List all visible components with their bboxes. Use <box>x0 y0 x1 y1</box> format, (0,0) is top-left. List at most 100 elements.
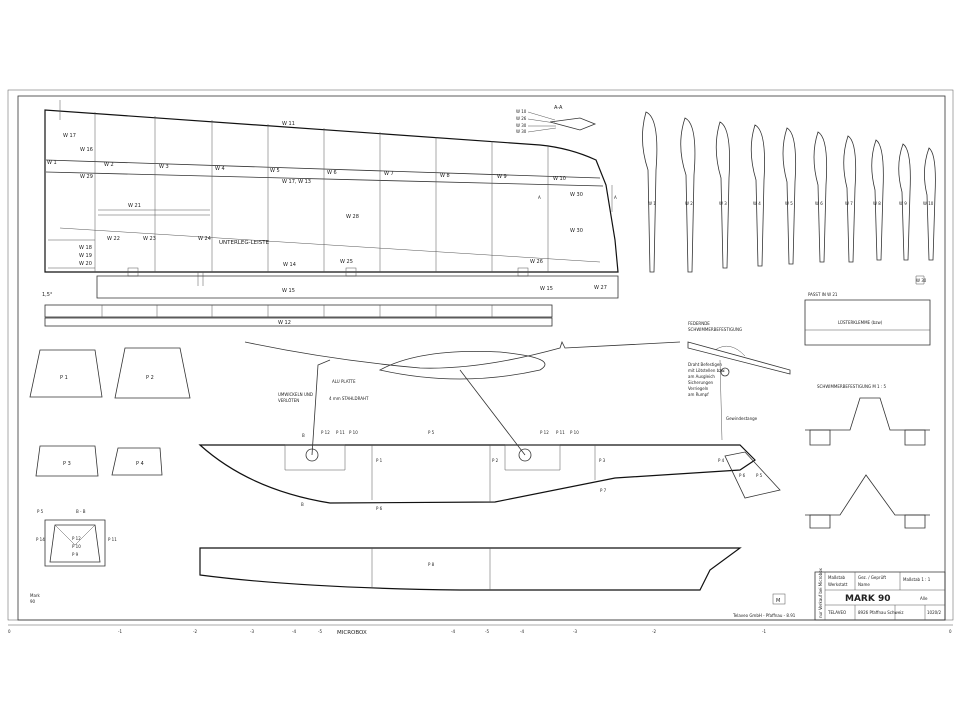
wing-label: W 30 <box>570 192 583 198</box>
rib-label: W 8 <box>873 201 881 206</box>
section-label: W 26 <box>516 116 527 121</box>
section-mark: A <box>538 195 541 200</box>
section-a-a: A-A W 10 W 26 W 30 W 30 <box>516 105 597 134</box>
vertical-note: nur Verkauf bei Microbox <box>818 568 823 618</box>
drawing-number: 1020/2 <box>927 610 942 615</box>
section-title: B - B <box>76 509 86 514</box>
float-side-view: P 12 P 11 P 10 P 5 P 12 P 11 P 10 P 1 P … <box>198 340 781 511</box>
microbox-label: MICROBOX <box>337 630 367 636</box>
federnde-note: Verriegeln <box>688 386 709 391</box>
address: 8926 Pfaffnau Schweiz <box>858 610 904 615</box>
clamp-detail: PASST IN W 21 LÜSTERKLEMME (bzw) <box>804 292 931 346</box>
hand-note: 90 <box>30 599 36 604</box>
wing-label: W 8 <box>440 173 450 179</box>
federnde-note: am Rumpf <box>688 392 709 397</box>
scale-tick-label: -5 <box>318 629 322 634</box>
rib-label: W 4 <box>753 201 761 206</box>
company: TELAVEO <box>827 610 846 615</box>
wing-lower-strips: W 15 W 15 W 27 W 12 1,5° <box>42 275 619 327</box>
scale-tick-label: -2 <box>193 629 197 634</box>
wing-label: W 7 <box>384 171 394 177</box>
section-b-mark: B <box>302 433 305 438</box>
wing-label: W 17, W 13 <box>282 179 311 185</box>
rib-label: W 7 <box>845 201 853 206</box>
scale-tick-label: -4 <box>292 629 296 634</box>
float-part: P 10 <box>570 430 579 435</box>
float-part: P 12 <box>540 430 549 435</box>
wing-label: W 26 <box>530 259 543 265</box>
strip-label: W 15 <box>540 286 553 292</box>
scale-tick-label: -1 <box>118 629 122 634</box>
strip-label: W 27 <box>594 285 607 291</box>
float-part: P 8 <box>428 562 435 567</box>
section-mark: A <box>614 195 617 200</box>
angle-mark: 1,5° <box>42 292 53 298</box>
federnde-title: SCHWIMMERBEFESTIGUNG <box>688 327 742 332</box>
bottom-note: Telaveo GmbH - Pfaffnau - 8.91 <box>732 613 796 618</box>
float-part: P 5 <box>756 473 763 478</box>
scale-tick-label: -2 <box>652 629 656 634</box>
wing-label: W 23 <box>143 236 156 242</box>
float-part: P 11 <box>336 430 345 435</box>
model-name: MARK 90 <box>845 594 890 604</box>
drawing-border <box>17 95 946 621</box>
rib-label: W 10 <box>923 201 934 206</box>
wing-label: W 14 <box>283 262 296 268</box>
title-cell: Maßstab <box>828 575 846 580</box>
wing-label: W 11 <box>282 121 295 127</box>
wing-label: W 28 <box>346 214 359 220</box>
bb-label: P 9 <box>72 552 79 557</box>
rib-label: W 3 <box>719 201 727 206</box>
wing-label: W 16 <box>80 147 93 153</box>
float-part: P 12 <box>321 430 330 435</box>
part-label: P 3 <box>63 461 71 467</box>
title-cell: Maßstab 1 : 1 <box>903 577 931 582</box>
section-label: W 10 <box>516 109 527 114</box>
scale-tick-label: -3 <box>573 629 577 634</box>
parts-left: P 1 P 2 P 3 P 4 <box>29 347 191 477</box>
scale-tick-label: 0 <box>949 629 952 634</box>
stahldraht-label: 4 mm STAHLDRAHT <box>329 396 369 401</box>
float-mount-detail: SCHWIMMERBEFESTIGUNG M 1 : 5 <box>805 384 930 529</box>
wing-label: W 10 <box>553 176 566 182</box>
bb-label: P 10 <box>72 544 81 549</box>
section-label: W 30 <box>516 129 527 134</box>
strip-label: W 12 <box>278 320 291 326</box>
float-part: P 3 <box>599 458 606 463</box>
float-part: P 5 <box>428 430 435 435</box>
wing-plan-view: W 11 W 17 W 16 W 1 W 2 W 3 W 4 W 5 W 6 W… <box>44 100 619 286</box>
umwickeln-label: VERLÖTEN <box>278 398 299 403</box>
float-part: P 11 <box>556 430 565 435</box>
spring-mount-detail: FEDERNDE SCHWIMMERBEFESTIGUNG Draht Befe… <box>687 321 791 441</box>
signature: Alle <box>920 596 928 601</box>
wing-label: W 4 <box>215 166 225 172</box>
hand-note: Mark <box>30 593 41 598</box>
wing-label: W 19 <box>79 253 92 259</box>
bb-label: P 11 <box>108 537 117 542</box>
part-label: P 2 <box>146 375 154 381</box>
float-part: P 10 <box>349 430 358 435</box>
federnde-note: mit Lötstellen bzw. <box>688 368 725 373</box>
passt-label: PASST IN W 21 <box>808 292 838 297</box>
federnde-note: Draht Befestigen <box>688 362 722 367</box>
float-part: P 1 <box>376 458 383 463</box>
float-part: P 6 <box>739 473 746 478</box>
mutter-label: Gewindestange <box>726 416 758 421</box>
wing-label: W 22 <box>107 236 120 242</box>
schwimmer-title: SCHWIMMERBEFESTIGUNG M 1 : 5 <box>817 384 886 389</box>
section-label: W 30 <box>516 123 527 128</box>
wing-label: W 3 <box>159 164 169 170</box>
scale-tick-label: -4 <box>520 629 524 634</box>
float-part: P 2 <box>492 458 499 463</box>
umwickeln-label: UMWICKELN UND <box>278 392 313 397</box>
wing-label: W 6 <box>327 170 337 176</box>
title-cell: Gez. / Geprüft <box>858 575 886 580</box>
rib-label: W 1 <box>648 201 656 206</box>
rib-side-label: W 30 <box>916 278 927 283</box>
scale-tick-label: -4 <box>451 629 455 634</box>
scale-tick-label: -5 <box>485 629 489 634</box>
rib-label: W 5 <box>785 201 793 206</box>
rib-label: W 6 <box>815 201 823 206</box>
section-title: A-A <box>554 105 563 111</box>
